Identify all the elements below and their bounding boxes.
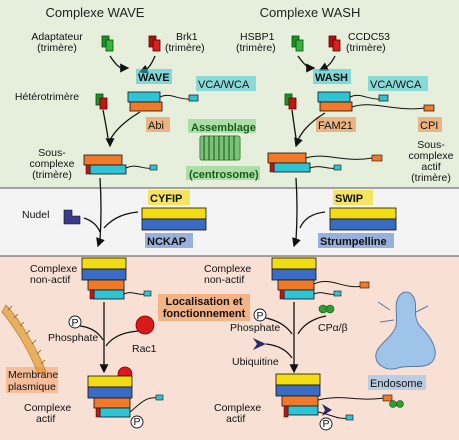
complexe-actif-right-icon: [275, 373, 404, 431]
label-vca-wca-1: VCA/WCA: [198, 79, 250, 91]
label-ccdc53: CCDC53: [348, 31, 390, 43]
cyfip-protein: [141, 207, 207, 220]
svg-text:(trimère): (trimère): [346, 42, 386, 54]
label-swip: SWIP: [335, 193, 363, 205]
label-brk1: Brk1: [176, 31, 198, 43]
nudel-icon: [63, 209, 81, 225]
label-wash: WASH: [315, 72, 348, 84]
svg-text:P: P: [71, 317, 78, 329]
ubiquitine-icon: [253, 338, 266, 350]
label-cpab: CPα/β: [318, 322, 348, 334]
svg-text:actif: actif: [36, 413, 55, 425]
header-wash: Complexe WASH: [260, 5, 361, 20]
label-complexe-actif-right: Complexe: [214, 402, 261, 414]
svg-text:P: P: [256, 310, 263, 322]
svg-text:P: P: [133, 416, 140, 428]
svg-text:plasmique: plasmique: [8, 381, 56, 393]
membrane-icon: [1, 304, 47, 375]
hsbp1-icon: [291, 35, 304, 52]
svg-text:P: P: [322, 418, 329, 430]
label-complexe-actif-left: Complexe: [24, 402, 71, 414]
label-strumpelline: Strumpelline: [320, 236, 387, 248]
wave-protein: [127, 91, 161, 103]
header-wave: Complexe WAVE: [46, 5, 145, 20]
label-heterotrimere: Hétérotrimère: [15, 91, 79, 103]
svg-text:(trimère): (trimère): [37, 42, 77, 54]
svg-text:(trimère): (trimère): [411, 172, 451, 184]
label-complexe-nonactif-right: Complexe: [204, 263, 251, 275]
svg-text:fonctionnement: fonctionnement: [163, 308, 246, 320]
nckap-protein: [141, 218, 207, 231]
cpab-icon: [318, 304, 335, 314]
label-rac1: Rac1: [132, 343, 157, 355]
svg-text:non-actif: non-actif: [204, 274, 244, 286]
swip-protein: [329, 207, 397, 220]
ccdc53-icon: [328, 35, 341, 52]
label-hsbp1: HSBP1: [240, 31, 275, 43]
svg-text:complexe: complexe: [30, 158, 75, 170]
label-complexe-nonactif-left: Complexe: [30, 263, 77, 275]
svg-text:(trimère): (trimère): [32, 169, 72, 181]
heterotrimere-icon: [95, 93, 108, 110]
rac1-icon: [135, 315, 155, 335]
label-endosome: Endosome: [370, 378, 423, 390]
svg-text:actif: actif: [226, 413, 245, 425]
label-assemblage: Assemblage: [191, 122, 256, 134]
label-sous-complexe-right: Sous-: [417, 139, 445, 151]
label-fam21: FAM21: [318, 120, 353, 132]
adaptateur-icon: [101, 35, 114, 52]
label-cpi: CPI: [420, 120, 438, 132]
svg-text:complexe: complexe: [409, 150, 454, 162]
endosome-icon: [375, 291, 436, 370]
svg-text:non-actif: non-actif: [30, 274, 70, 286]
label-cyfip: CYFIP: [150, 193, 182, 205]
heterotrimere-right-icon: [284, 93, 297, 110]
fam21-protein: [319, 101, 353, 112]
brk1-icon: [148, 35, 161, 52]
phosphate-left-icon: [68, 315, 82, 329]
svg-text:(trimère): (trimère): [236, 42, 276, 54]
label-phosphate-left: Phosphate: [48, 332, 98, 344]
svg-text:(trimère): (trimère): [165, 42, 205, 54]
label-wave: WAVE: [138, 72, 170, 84]
complexe-nonactif-right-icon: [271, 257, 370, 300]
sous-complexe-right-icon: [267, 152, 383, 173]
label-centrosome: (centrosome): [189, 169, 259, 181]
label-nckap: NCKAP: [147, 236, 186, 248]
strumpelline-protein: [329, 218, 397, 231]
abi-protein: [129, 101, 163, 112]
label-adaptateur: Adaptateur: [31, 31, 83, 43]
complexe-actif-left-icon: [87, 366, 164, 429]
label-sous-complexe-left: Sous-: [38, 147, 66, 159]
sous-complexe-left-icon: [83, 154, 158, 175]
label-nudel: Nudel: [22, 209, 49, 221]
label-abi: Abi: [148, 120, 164, 132]
wash-protein: [317, 91, 351, 103]
label-ubiquitine: Ubiquitine: [232, 356, 279, 368]
label-vca-wca-2: VCA/WCA: [370, 79, 422, 91]
phosphate-right-icon: [253, 308, 267, 322]
label-membrane: Membrane: [8, 369, 58, 381]
complexe-nonactif-left-icon: [81, 257, 152, 300]
centrosome-icon: [199, 135, 241, 161]
label-phosphate-right: Phosphate: [230, 322, 280, 334]
label-localisation: Localisation et: [165, 296, 242, 308]
svg-text:actif: actif: [421, 161, 440, 173]
